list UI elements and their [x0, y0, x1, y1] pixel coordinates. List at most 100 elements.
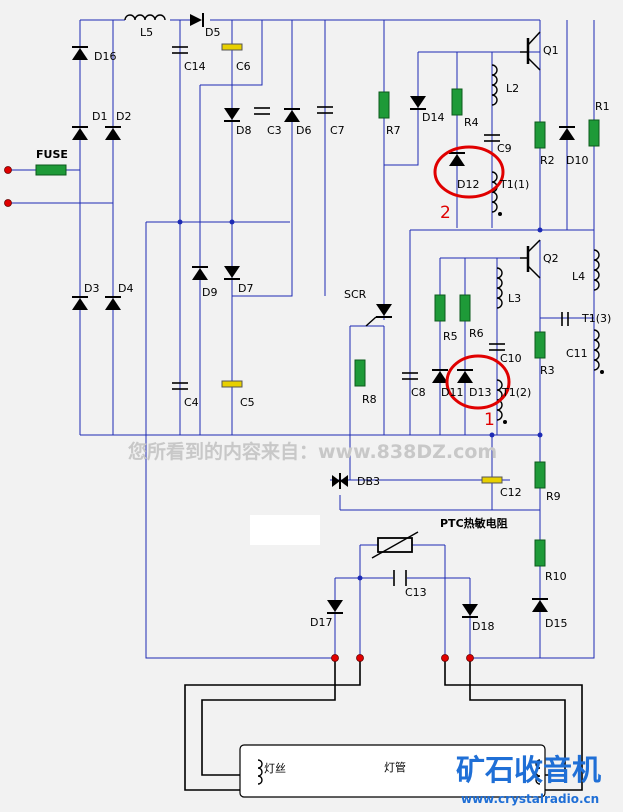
junction-dots	[177, 219, 543, 581]
label-c10: C10	[500, 352, 522, 365]
inductor-l5	[124, 14, 166, 21]
capacitor-c7	[317, 106, 333, 114]
resistor-r7	[378, 91, 390, 119]
label-l2: L2	[506, 82, 519, 95]
resistor-r8	[354, 359, 366, 387]
label-t1-1: T1(1)	[499, 178, 529, 191]
label-d10: D10	[566, 154, 588, 167]
resistor-r9	[534, 461, 546, 489]
diode-d14	[410, 96, 426, 110]
resistor-r3	[534, 331, 546, 359]
highlight-circle-2	[433, 145, 505, 199]
label-scr: SCR	[344, 288, 367, 301]
label-c13: C13	[405, 586, 427, 599]
label-c3: C3	[267, 124, 282, 137]
output-terminals	[4, 166, 474, 662]
red-mark-1: 1	[484, 410, 495, 430]
label-d13: D13	[469, 386, 491, 399]
fuse	[35, 164, 67, 176]
label-l5: L5	[140, 26, 153, 39]
transformer-t1-2	[496, 379, 503, 421]
label-ptc: PTC热敏电阻	[440, 516, 508, 530]
label-d7: D7	[238, 282, 253, 295]
resistor-r2	[534, 121, 546, 149]
label-d2: D2	[116, 110, 131, 123]
capacitor-c11	[561, 312, 569, 326]
transformer-t1-1	[491, 171, 498, 213]
diode-d16	[72, 46, 88, 60]
diode-d3	[72, 296, 88, 310]
diode-d9	[192, 266, 208, 280]
label-t1-2: T1(2)	[501, 386, 531, 399]
capacitor-c14	[172, 46, 188, 54]
wires	[8, 19, 595, 791]
label-d3: D3	[84, 282, 99, 295]
blank-block	[250, 515, 320, 545]
fluorescent-tube	[239, 744, 546, 798]
diode-d2	[105, 126, 121, 140]
diode-d17	[327, 600, 343, 614]
inductor-l2	[491, 64, 498, 106]
highlight-circle-1	[445, 354, 511, 410]
label-tube: 灯管	[384, 760, 406, 774]
label-r7: R7	[386, 124, 401, 137]
label-filament: 灯丝	[264, 762, 286, 775]
diode-d6	[284, 108, 300, 122]
transistor-q1	[520, 31, 541, 71]
diode-d1	[72, 126, 88, 140]
label-r8: R8	[362, 393, 377, 406]
red-mark-2: 2	[440, 203, 451, 223]
label-fuse: FUSE	[36, 148, 68, 161]
label-d18: D18	[472, 620, 494, 633]
label-d6: D6	[296, 124, 311, 137]
resistor-r1	[588, 119, 600, 147]
ptc-thermistor	[371, 531, 419, 559]
label-d12: D12	[457, 178, 479, 191]
resistor-r5	[434, 294, 446, 322]
label-d4: D4	[118, 282, 133, 295]
label-r9: R9	[546, 490, 561, 503]
diode-d4	[105, 296, 121, 310]
label-c5: C5	[240, 396, 255, 409]
component-labels: L5 D5 D16 C14 C6 D1 D2 FUSE D8 C3 D6 C7 …	[36, 26, 611, 775]
logo-title: 矿石收音机	[456, 753, 601, 787]
label-c12: C12	[500, 486, 522, 499]
resistor-r6	[459, 294, 471, 322]
resistor-r10	[534, 539, 546, 567]
label-d16: D16	[94, 50, 116, 63]
label-r1: R1	[595, 100, 610, 113]
label-c6: C6	[236, 60, 251, 73]
capacitor-c9	[484, 134, 500, 142]
inductor-l4	[593, 249, 600, 291]
diode-d18	[462, 604, 478, 618]
capacitor-c6	[221, 43, 243, 51]
inductor-l3	[496, 267, 503, 309]
label-q2: Q2	[543, 252, 559, 265]
label-c11: C11	[566, 347, 588, 360]
diode-d11	[432, 369, 448, 383]
capacitor-c8	[402, 372, 418, 380]
watermark-text: 您所看到的内容来自：www.838DZ.com	[128, 440, 497, 463]
capacitor-c12	[481, 476, 503, 484]
site-logo: 矿石收音机 www.crystalradio.cn	[456, 753, 601, 806]
logo-url: www.crystalradio.cn	[461, 792, 599, 806]
label-r5: R5	[443, 330, 458, 343]
label-d1: D1	[92, 110, 107, 123]
diac-db3	[332, 473, 348, 489]
diode-d15	[532, 598, 548, 612]
label-d14: D14	[422, 111, 444, 124]
capacitor-c5	[221, 380, 243, 388]
diode-d8	[224, 108, 240, 122]
transformer-t1-3	[593, 329, 600, 371]
label-t1-3: T1(3)	[581, 312, 611, 325]
resistor-r4	[451, 88, 463, 116]
diode-d12	[449, 152, 465, 166]
scr-thyristor	[365, 304, 392, 327]
label-db3: DB3	[357, 475, 380, 488]
diode-d13	[457, 369, 473, 383]
label-r6: R6	[469, 327, 484, 340]
label-r2: R2	[540, 154, 555, 167]
capacitor-c4	[172, 382, 188, 390]
